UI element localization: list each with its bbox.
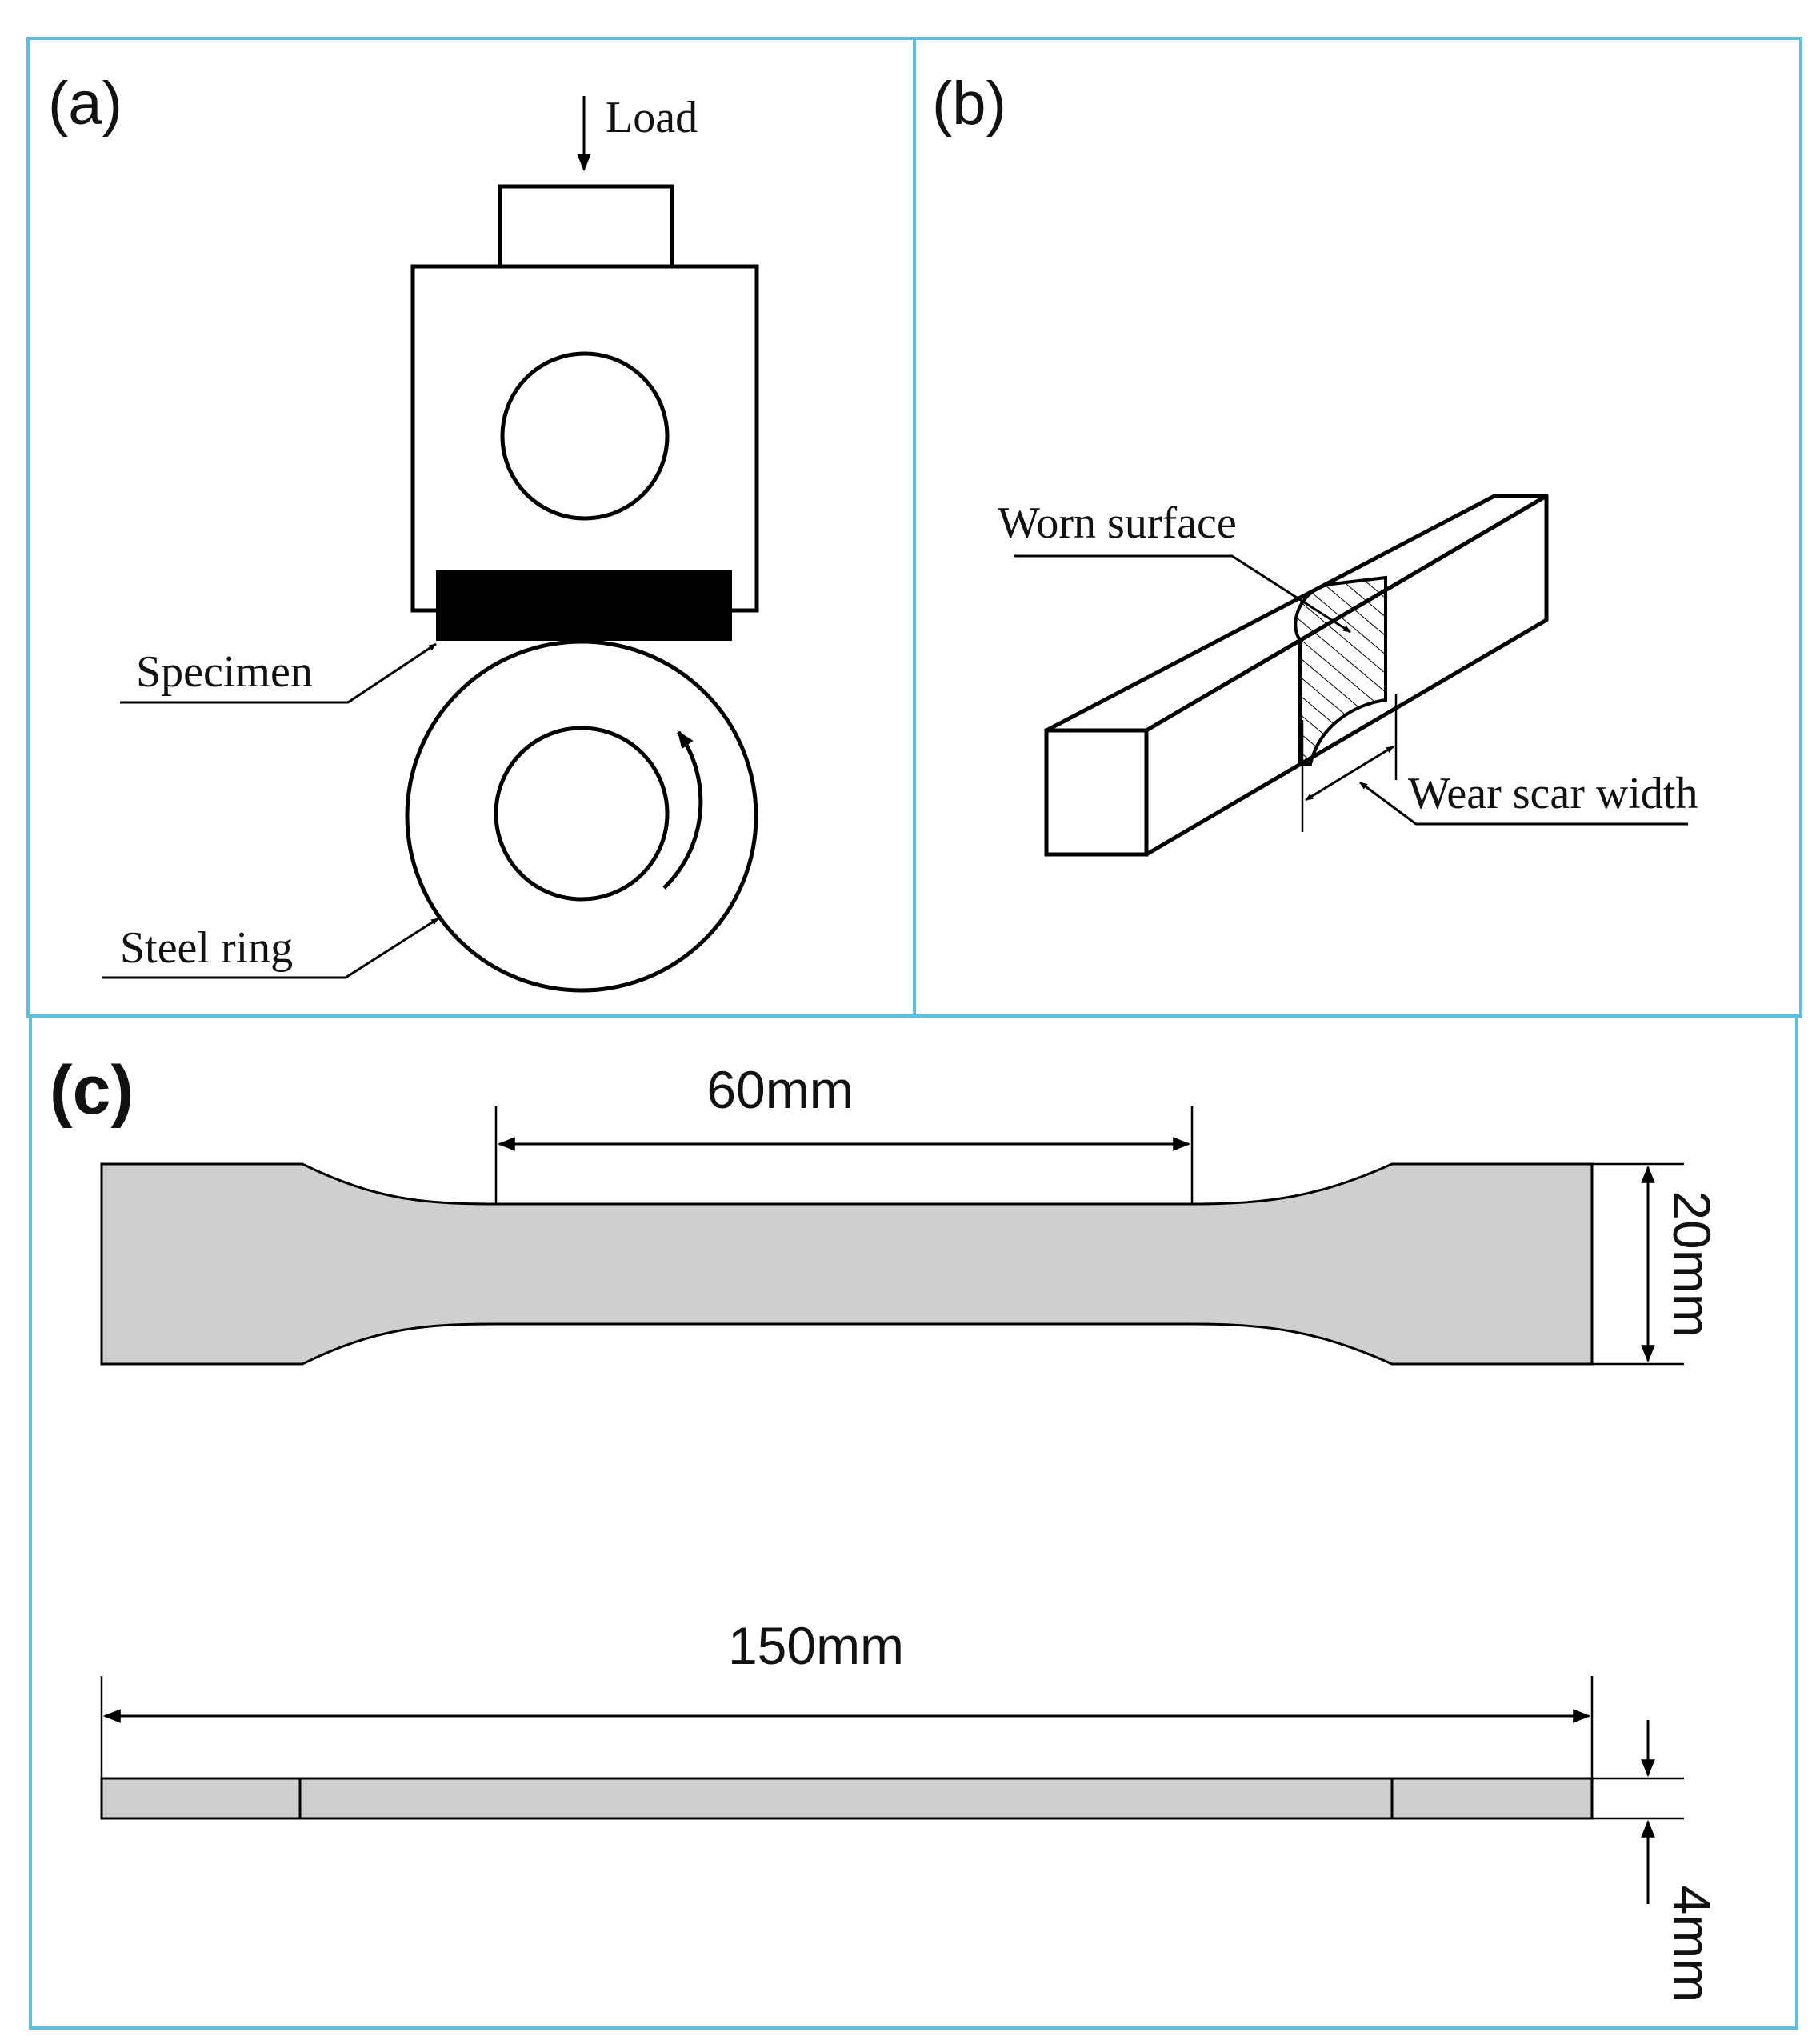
width-label: 20mm bbox=[1662, 1190, 1722, 1337]
dogbone-side-view bbox=[100, 1777, 1594, 1820]
panel-borders bbox=[26, 37, 1802, 2030]
worn-groove bbox=[1294, 575, 1387, 766]
dogbone-top-view bbox=[100, 1162, 1594, 1366]
thickness-label: 4mm bbox=[1662, 1886, 1722, 2003]
total-length-label: 150mm bbox=[728, 1616, 904, 1675]
scar-dimension bbox=[1305, 745, 1394, 802]
holder-pin bbox=[500, 351, 670, 521]
panel-c: (c) 60mm 20mm 150mm 4mm bbox=[50, 1052, 1722, 2002]
panel-c-frame bbox=[29, 1014, 1798, 2030]
specimen-label: Specimen bbox=[136, 647, 313, 697]
panel-a: (a) Load Specimen Steel ring bbox=[48, 70, 759, 993]
gauge-length-label: 60mm bbox=[706, 1060, 853, 1119]
steel-ring-label: Steel ring bbox=[120, 923, 293, 973]
panel-b: (b) Worn surface Wear scar width bbox=[932, 70, 1698, 857]
panel-c-tag: (c) bbox=[50, 1052, 134, 1129]
panel-b-tag: (b) bbox=[932, 70, 1006, 138]
steel-ring-hub bbox=[494, 726, 670, 902]
panel-a-tag: (a) bbox=[48, 70, 122, 138]
wear-scar-label: Wear scar width bbox=[1408, 769, 1698, 818]
bar-end-face bbox=[1044, 728, 1149, 857]
load-label: Load bbox=[606, 93, 698, 142]
specimen-leader bbox=[120, 642, 437, 704]
steel-ring-leader bbox=[102, 917, 439, 979]
wear-scar-leader bbox=[1359, 781, 1688, 826]
worn-surface-leader bbox=[1014, 554, 1351, 634]
rotation-arrow bbox=[662, 730, 703, 890]
specimen-block bbox=[436, 570, 732, 641]
worn-surface-label: Worn surface bbox=[998, 498, 1237, 548]
holder-cap bbox=[498, 184, 674, 269]
